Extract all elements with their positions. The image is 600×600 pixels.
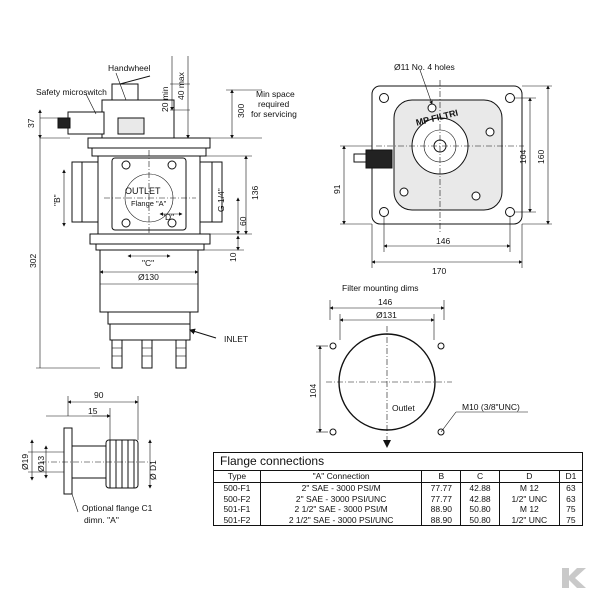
cell-connection: 2" SAE - 3000 PSI/M xyxy=(259,482,422,494)
cell-type: 500-F2 xyxy=(223,493,251,504)
table-header-row: Type "A" Connection B C D D1 xyxy=(214,471,582,483)
safety-microswitch-label: Safety microswitch xyxy=(36,87,107,97)
cell-connection: 2 1/2" SAE - 3000 PSI/UNC xyxy=(259,514,422,525)
dim-d: "D" xyxy=(162,212,174,222)
dim-146-mount: 146 xyxy=(378,297,392,307)
mounting-dims-view: Filter mounting dims 104 146 Ø131 Outlet… xyxy=(308,283,528,448)
cell-d: M 12 xyxy=(498,482,560,494)
dim-104-mount: 104 xyxy=(308,384,318,398)
flange-a-label: Flange "A" xyxy=(131,199,167,208)
min-space-label-2: required xyxy=(258,99,289,109)
k-logo-icon xyxy=(562,568,586,588)
cell-c: 50.80 xyxy=(460,504,500,515)
handwheel-label: Handwheel xyxy=(108,63,151,73)
cell-b: 88.90 xyxy=(421,514,461,525)
inlet-label: INLET xyxy=(224,334,248,344)
dim-160: 160 xyxy=(536,150,546,164)
table-row: 500-F1 2" SAE - 3000 PSI/M 77.77 42.88 M… xyxy=(214,482,582,494)
cell-d1: 63 xyxy=(558,482,582,494)
optional-flange-view: 90 15 Ø19 Ø13 Ø D1 Optional flange C1 di… xyxy=(20,390,158,525)
dim-104-plan: 104 xyxy=(518,150,528,164)
dim-15: 15 xyxy=(88,406,98,416)
dim-13: Ø13 xyxy=(36,456,46,472)
dim-20-min: 20 min xyxy=(160,86,170,112)
cell-type: 501-F1 xyxy=(223,504,251,514)
col-connection: "A" Connection xyxy=(259,471,422,483)
cell-d1: 75 xyxy=(558,504,582,515)
table-row: 501-F1 2 1/2" SAE - 3000 PSI/M 88.90 50.… xyxy=(214,504,582,515)
dim-19: Ø19 xyxy=(20,454,30,470)
dim-131: Ø131 xyxy=(376,310,397,320)
table-title: Flange connections xyxy=(214,453,582,471)
dim-c: "C" xyxy=(142,258,154,268)
dim-170: 170 xyxy=(432,266,446,276)
dim-91: 91 xyxy=(332,184,342,194)
table-row: 501-F2 2 1/2" SAE - 3000 PSI/UNC 88.90 5… xyxy=(214,514,582,525)
col-b: B xyxy=(421,471,461,483)
cell-connection: 2" SAE - 3000 PSI/UNC xyxy=(259,493,422,504)
min-space-label-1: Min space xyxy=(256,89,295,99)
cell-type: 501-F2 xyxy=(223,514,251,525)
col-d1: D1 xyxy=(558,471,582,483)
outlet-small-label: Outlet xyxy=(392,403,415,413)
cell-d1: 63 xyxy=(558,493,582,504)
dim-302: 302 xyxy=(28,254,38,268)
dim-g14: G 1/4" xyxy=(216,188,226,212)
filter-mounting-dims-label: Filter mounting dims xyxy=(342,283,419,293)
cell-c: 42.88 xyxy=(460,482,500,494)
dim-90: 90 xyxy=(94,390,104,400)
cell-b: 77.77 xyxy=(421,493,461,504)
dim-40-max: 40 max xyxy=(176,71,186,100)
plan-view: MP FILTRI Ø11 No. 4 holes 170 146 104 16… xyxy=(332,62,552,276)
cell-d1: 75 xyxy=(558,514,582,525)
table-row: 500-F2 2" SAE - 3000 PSI/UNC 77.77 42.88… xyxy=(214,493,582,504)
m10-label: M10 (3/8"UNC) xyxy=(462,402,520,412)
outlet-label: OUTLET xyxy=(125,186,161,196)
min-space-label-3: for servicing xyxy=(251,109,297,119)
dim-136: 136 xyxy=(250,186,260,200)
cell-c: 42.88 xyxy=(460,493,500,504)
cell-type: 500-F1 xyxy=(223,483,251,493)
cell-d: M 12 xyxy=(498,504,560,515)
dim-146-plan: 146 xyxy=(436,236,450,246)
col-type: Type xyxy=(214,471,261,483)
optional-flange-label-1: Optional flange C1 xyxy=(82,503,153,513)
cell-b: 77.77 xyxy=(421,482,461,494)
col-c: C xyxy=(460,471,500,483)
cell-c: 50.80 xyxy=(460,514,500,525)
cell-b: 88.90 xyxy=(421,504,461,515)
side-elevation-view: Handwheel Safety microswitch Min space r… xyxy=(26,56,297,369)
flange-connections-table: Flange connections Type "A" Connection B… xyxy=(213,452,583,526)
optional-flange-label-2: dimn. "A" xyxy=(84,515,119,525)
dim-60: 60 xyxy=(238,216,248,226)
dim-d1: Ø D1 xyxy=(148,460,158,480)
dim-b: "B" xyxy=(52,194,62,206)
dim-37: 37 xyxy=(26,118,36,128)
col-d: D xyxy=(498,471,560,483)
flange-table-grid: Type "A" Connection B C D D1 500-F1 2" S… xyxy=(214,471,582,525)
cell-connection: 2 1/2" SAE - 3000 PSI/M xyxy=(259,504,422,515)
holes-label: Ø11 No. 4 holes xyxy=(394,62,455,72)
dim-300: 300 xyxy=(236,104,246,118)
cell-d: 1/2" UNC xyxy=(498,493,560,504)
cell-d: 1/2" UNC xyxy=(498,514,560,525)
dim-10: 10 xyxy=(228,252,238,262)
dim-130: Ø130 xyxy=(138,272,159,282)
